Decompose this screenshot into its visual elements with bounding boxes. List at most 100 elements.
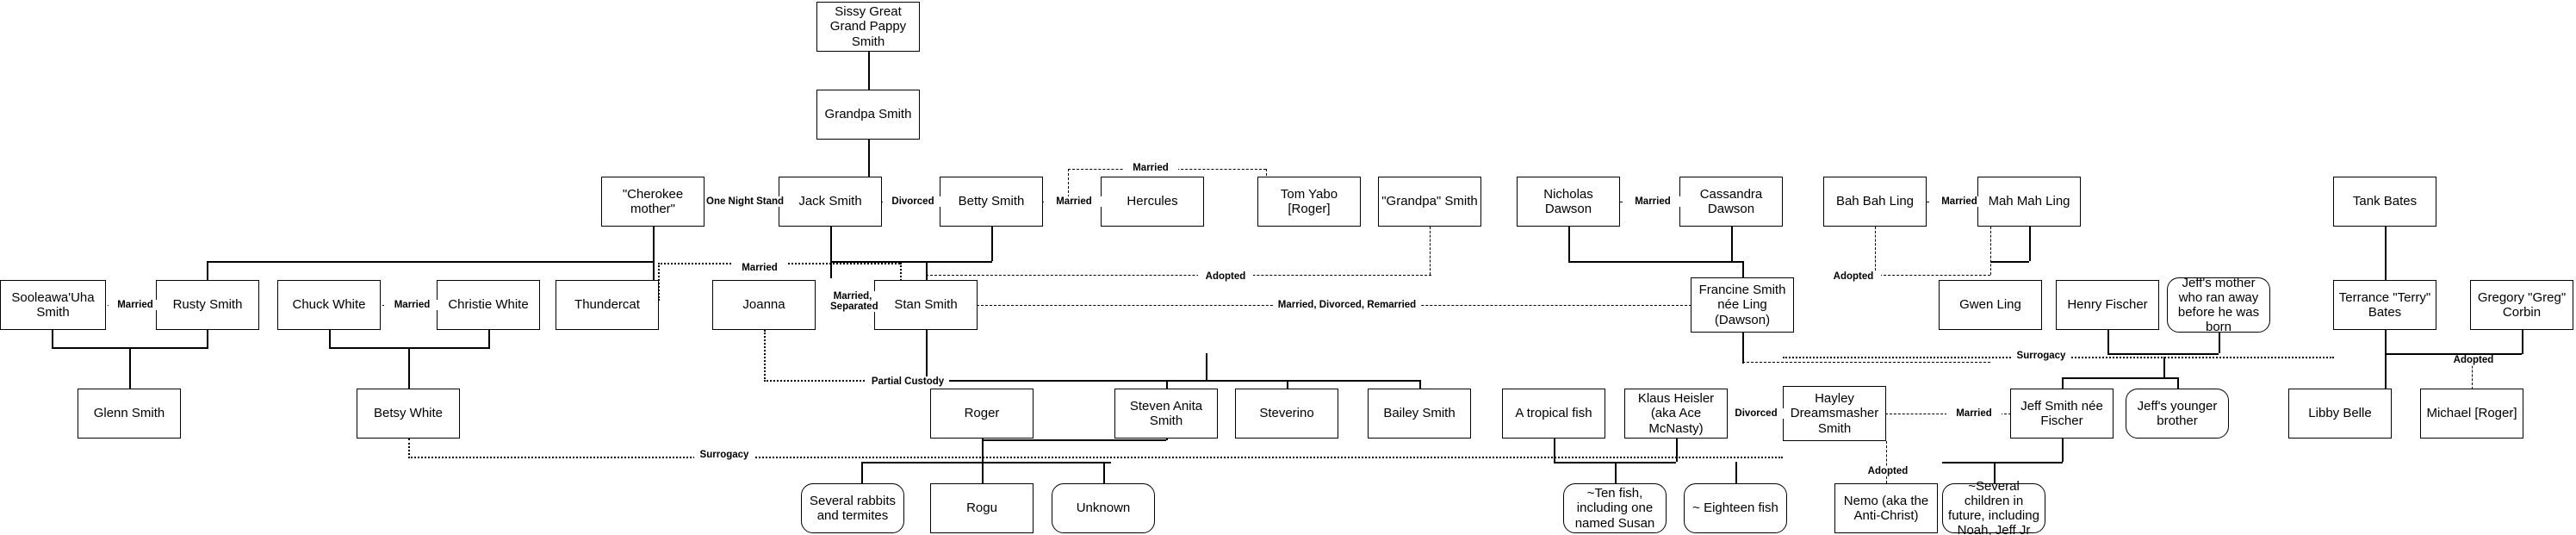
connector-solid-v xyxy=(653,227,655,280)
person-node-roger[interactable]: Roger xyxy=(930,389,1034,439)
connector-solid-v xyxy=(2385,227,2387,280)
connector-solid-h xyxy=(926,261,992,263)
person-node-label: Grandpa Smith xyxy=(824,107,912,122)
person-node-steven[interactable]: Steven Anita Smith xyxy=(1114,389,1218,439)
person-node-label: Klaus Heisler (aka Ace McNasty) xyxy=(1637,391,1715,436)
connector-solid-h xyxy=(861,462,1111,463)
person-node-steverino[interactable]: Steverino xyxy=(1235,389,1338,439)
connector-solid-v xyxy=(1731,227,1733,261)
person-node-hayley[interactable]: Hayley Dreamsmasher Smith xyxy=(1783,386,1886,441)
person-node-klaus[interactable]: Klaus Heisler (aka Ace McNasty) xyxy=(1624,389,1728,439)
person-node-gwen[interactable]: Gwen Ling xyxy=(1939,280,2042,330)
person-node-henry[interactable]: Henry Fischer xyxy=(2056,280,2159,330)
connector-solid-v xyxy=(488,330,490,349)
connector-solid-v xyxy=(2107,330,2109,353)
person-node-tropfish[interactable]: A tropical fish xyxy=(1502,389,1605,439)
relationship-label-married3: Married xyxy=(1623,196,1683,208)
person-node-glenn[interactable]: Glenn Smith xyxy=(78,389,181,439)
person-node-cassandra[interactable]: Cassandra Dawson xyxy=(1679,177,1783,227)
person-node-sooleawa[interactable]: Sooleawa'Uha Smith xyxy=(0,280,106,330)
person-node-nemo[interactable]: Nemo (aka the Anti-Christ) xyxy=(1834,483,1938,533)
person-node-gregory[interactable]: Gregory "Greg" Corbin xyxy=(2470,280,2573,330)
person-node-grandpaq[interactable]: "Grandpa" Smith xyxy=(1378,177,1481,227)
person-node-label: Bah Bah Ling xyxy=(1835,194,1915,209)
relationship-label-married8: Married xyxy=(1946,408,2002,420)
connector-dotted-v xyxy=(658,263,660,301)
person-node-thundercat[interactable]: Thundercat xyxy=(556,280,659,330)
relationship-label-surrogacy2: Surrogacy xyxy=(694,450,754,461)
person-node-tank[interactable]: Tank Bates xyxy=(2333,177,2436,227)
person-node-jeffmother[interactable]: Jeff's mother who ran away before he was… xyxy=(2167,275,2270,335)
person-node-label: "Grandpa" Smith xyxy=(1381,194,1478,209)
connector-solid-v xyxy=(868,140,870,177)
person-node-jack[interactable]: Jack Smith xyxy=(779,177,882,227)
relationship-label-adopted3: Adopted xyxy=(2446,355,2501,366)
person-node-label: Hercules xyxy=(1127,194,1178,209)
person-node-label: Jeff's younger brother xyxy=(2137,398,2218,428)
connector-solid-v xyxy=(2062,439,2064,462)
person-node-label: ~ Eighteen fish xyxy=(1692,501,1778,516)
person-node-betty[interactable]: Betty Smith xyxy=(940,177,1043,227)
person-node-jeff[interactable]: Jeff Smith née Fischer xyxy=(2010,389,2114,439)
person-node-terrance[interactable]: Terrance "Terry" Bates xyxy=(2333,280,2436,330)
person-node-label: Jeff Smith née Fischer xyxy=(2020,398,2103,428)
person-node-label: Rogu xyxy=(966,501,997,516)
relationship-label-married1: Married xyxy=(1044,196,1104,208)
person-node-rogu[interactable]: Rogu xyxy=(930,483,1034,533)
relationship-label-adopted2: Adopted xyxy=(1826,271,1881,283)
person-node-label: Thundercat xyxy=(574,297,640,313)
person-node-grandpa[interactable]: Grandpa Smith xyxy=(816,90,920,140)
person-node-nicholas[interactable]: Nicholas Dawson xyxy=(1517,177,1620,227)
person-node-hercules[interactable]: Hercules xyxy=(1101,177,1204,227)
connector-solid-v xyxy=(1615,462,1617,484)
person-node-label: Betsy White xyxy=(373,406,444,421)
person-node-bailey[interactable]: Bailey Smith xyxy=(1368,389,1471,439)
person-node-label: Jeff's mother who ran away before he was… xyxy=(2177,275,2260,335)
person-node-jeffbro[interactable]: Jeff's younger brother xyxy=(2126,389,2229,439)
person-node-tomyabo[interactable]: Tom Yabo [Roger] xyxy=(1257,177,1361,227)
person-node-severalkids[interactable]: ~Several children in future, including N… xyxy=(1942,479,2045,535)
person-node-eighteen[interactable]: ~ Eighteen fish xyxy=(1684,483,1787,533)
connector-dashed-v xyxy=(1886,441,1887,483)
person-node-chuck[interactable]: Chuck White xyxy=(277,280,381,330)
connector-solid-v xyxy=(2219,333,2220,353)
person-node-betsy[interactable]: Betsy White xyxy=(357,389,460,439)
person-node-label: Chuck White xyxy=(292,297,366,313)
connector-solid-h xyxy=(1990,261,2029,263)
connector-solid-h xyxy=(830,261,927,263)
person-node-bahbah[interactable]: Bah Bah Ling xyxy=(1823,177,1927,227)
person-node-unknown[interactable]: Unknown xyxy=(1052,483,1155,533)
connector-solid-v xyxy=(830,227,832,278)
connector-dotted-v xyxy=(408,439,410,458)
person-node-tenfish[interactable]: ~Ten fish, including one named Susan xyxy=(1563,483,1667,533)
relationship-label-adopted4: Adopted xyxy=(1860,466,1915,477)
connector-solid-h xyxy=(2385,353,2522,355)
connector-solid-v xyxy=(861,462,863,484)
person-node-rabbits[interactable]: Several rabbits and termites xyxy=(801,483,904,533)
connector-dashed-h xyxy=(1875,275,1990,276)
person-node-label: A tropical fish xyxy=(1515,406,1592,421)
person-node-label: Terrance "Terry" Bates xyxy=(2338,289,2431,320)
person-node-label: Michael [Roger] xyxy=(2426,406,2517,421)
connector-solid-v xyxy=(207,261,208,280)
connector-solid-v xyxy=(1994,462,1996,484)
connector-dashed-v xyxy=(1068,169,1069,202)
person-node-sissy[interactable]: Sissy Great Grand Pappy Smith xyxy=(816,2,920,52)
relationship-label-mdr: Married, Divorced, Remarried xyxy=(1273,300,1421,311)
person-node-libby[interactable]: Libby Belle xyxy=(2288,389,2392,439)
person-node-stan[interactable]: Stan Smith xyxy=(874,280,978,330)
person-node-francine[interactable]: Francine Smith née Ling (Dawson) xyxy=(1691,277,1794,333)
connector-solid-v xyxy=(2385,330,2387,389)
relationship-label-married4: Married xyxy=(1929,196,1989,208)
connector-solid-v xyxy=(1166,380,1168,390)
connector-solid-v xyxy=(2177,377,2179,389)
person-node-cherokee[interactable]: "Cherokee mother" xyxy=(601,177,705,227)
person-node-rusty[interactable]: Rusty Smith xyxy=(156,280,259,330)
relationship-label-marsep: Married, Separated xyxy=(829,291,878,313)
person-node-christie[interactable]: Christie White xyxy=(437,280,540,330)
person-node-michael[interactable]: Michael [Roger] xyxy=(2420,389,2523,439)
person-node-joanna[interactable]: Joanna xyxy=(712,280,816,330)
person-node-mahmah[interactable]: Mah Mah Ling xyxy=(1977,177,2081,227)
connector-solid-h xyxy=(1568,261,1731,263)
